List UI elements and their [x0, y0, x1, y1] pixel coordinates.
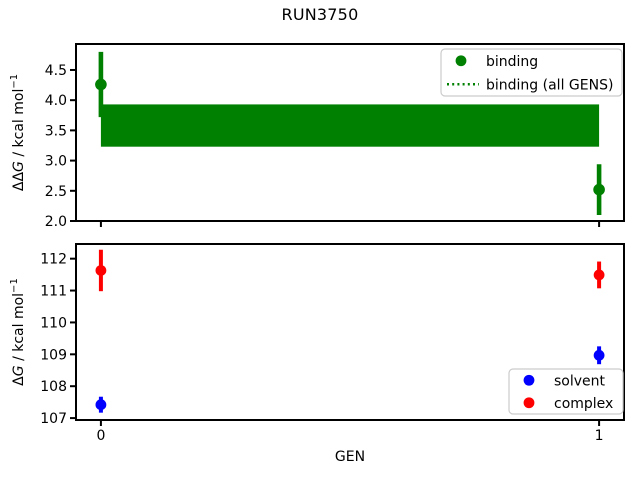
- legend-dot-icon: [523, 374, 535, 386]
- x-axis-label: GEN: [335, 449, 365, 465]
- legend-dot-icon: [455, 55, 467, 67]
- y-tick-label: 3.0: [45, 154, 67, 170]
- x-tick-label: 1: [595, 428, 604, 444]
- legend-label: binding (all GENS): [486, 77, 613, 93]
- dG-y-axis-label: ΔG / kcal mol−1: [9, 278, 27, 386]
- dG-legend: solvent complex: [508, 368, 624, 415]
- binding-axes-frame: [75, 43, 625, 222]
- solvent-point: [593, 349, 605, 361]
- y-tick-label: 110: [40, 315, 67, 331]
- binding-band: [100, 104, 600, 147]
- legend-box: [440, 48, 623, 97]
- binding-point: [95, 78, 107, 91]
- binding-point: [593, 183, 605, 196]
- y-tick-label: 111: [40, 284, 67, 300]
- x-tick-label: 0: [96, 428, 105, 444]
- legend-dot-icon: [523, 397, 535, 409]
- binding-legend: binding binding (all GENS): [440, 48, 623, 97]
- y-tick-label: 4.0: [45, 93, 67, 109]
- legend-label: complex: [554, 396, 613, 412]
- figure-title: RUN3750: [281, 5, 359, 24]
- y-tick-label: 4.5: [45, 63, 67, 79]
- legend-label: solvent: [554, 373, 606, 389]
- y-tick-label: 2.0: [45, 214, 67, 230]
- complex-series: [95, 249, 605, 292]
- solvent-point: [95, 399, 107, 411]
- y-tick-label: 112: [40, 252, 67, 268]
- binding-series: [95, 51, 605, 215]
- dG-axes-frame: [75, 243, 625, 421]
- y-tick-label: 108: [40, 379, 67, 395]
- complex-point: [593, 269, 605, 281]
- y-tick-label: 3.5: [45, 123, 67, 139]
- y-tick-label: 107: [40, 411, 67, 427]
- legend-box: [508, 368, 624, 415]
- y-tick-label: 2.5: [45, 184, 67, 200]
- legend-label: binding: [486, 54, 538, 70]
- binding-y-axis-label: ΔΔG / kcal mol−1: [9, 74, 27, 191]
- y-tick-label: 109: [40, 347, 67, 363]
- solvent-series: [95, 346, 605, 413]
- complex-point: [95, 265, 107, 276]
